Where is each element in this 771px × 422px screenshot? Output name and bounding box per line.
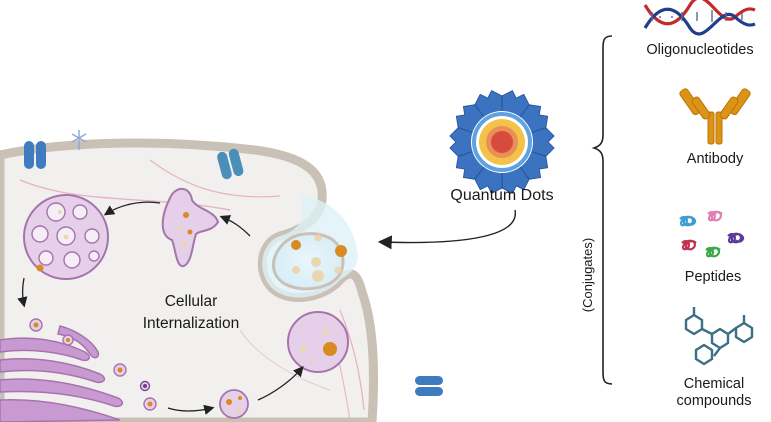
conjugates-label: (Conjugates) bbox=[580, 238, 595, 312]
antibody-icon bbox=[679, 88, 751, 145]
oligonucleotides-label: Oligonucleotides bbox=[646, 42, 753, 58]
cellular-internalization-label-1: Cellular bbox=[165, 293, 218, 310]
trafficking-arrows bbox=[17, 201, 304, 415]
membrane-channel-2 bbox=[217, 148, 244, 180]
transport-vesicle bbox=[219, 389, 249, 419]
quantum-dot-ligand bbox=[449, 127, 475, 157]
dna-icon bbox=[643, 0, 756, 36]
cellular-internalization-label-2: Internalization bbox=[143, 315, 240, 332]
antibody-label: Antibody bbox=[687, 151, 744, 167]
chemical-compound-icon bbox=[684, 307, 754, 366]
endocytic-pocket bbox=[272, 232, 347, 291]
chemical-compounds-label-2: compounds bbox=[677, 393, 752, 409]
quantum-dots-label: Quantum Dots bbox=[450, 187, 553, 204]
uptake-arrow bbox=[377, 209, 516, 250]
peptides-label: Peptides bbox=[685, 269, 741, 285]
chemical-compounds-label-1: Chemical bbox=[684, 376, 744, 392]
late-endosome bbox=[287, 311, 349, 373]
multivesicular-body bbox=[23, 194, 109, 280]
golgi-apparatus bbox=[0, 325, 124, 422]
membrane-channel-3 bbox=[415, 376, 443, 396]
conjugates-brace bbox=[591, 35, 613, 385]
peptides-icon bbox=[679, 210, 745, 258]
membrane-channel-1 bbox=[24, 141, 46, 169]
golgi-vesicles bbox=[29, 318, 157, 411]
receptor-icon bbox=[71, 130, 87, 150]
quantum-dot-icon bbox=[449, 90, 555, 194]
early-endosome bbox=[161, 187, 220, 268]
quantum-dot-ligand bbox=[529, 127, 555, 157]
